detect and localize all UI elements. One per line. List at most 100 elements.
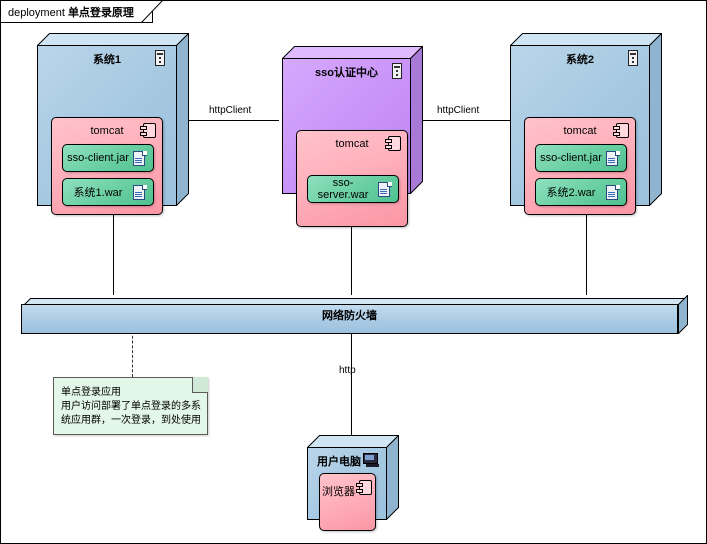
node-icon-bar xyxy=(157,53,163,55)
monitor-icon xyxy=(363,453,380,467)
edge-label-http: http xyxy=(339,365,356,376)
node-sso-center[interactable]: sso认证中心 tomcat sso-server.war xyxy=(281,45,424,227)
artifact-system2-war[interactable]: 系统2.war xyxy=(535,178,627,206)
document-icon xyxy=(606,151,620,166)
node-icon-dot xyxy=(632,61,634,63)
edge-system2-firewall xyxy=(586,206,587,295)
component-tomcat[interactable]: tomcat sso-client.jar 系统2.war xyxy=(524,117,636,215)
component-icon-tab xyxy=(356,489,363,493)
document-icon-line xyxy=(135,162,142,163)
document-icon-line xyxy=(135,196,142,197)
edge-label-httpclient-left: httpClient xyxy=(209,105,252,116)
component-label: 浏览器 xyxy=(322,486,355,498)
component-icon xyxy=(613,123,629,138)
artifact-system1-war[interactable]: 系统1.war xyxy=(62,178,154,206)
artifact-label: 系统2.war xyxy=(546,187,596,199)
component-tomcat[interactable]: tomcat sso-server.war xyxy=(296,130,408,227)
frame-keyword: deployment xyxy=(8,7,65,19)
artifact-label: sso-client.jar xyxy=(540,152,602,164)
diagram-frame-tab xyxy=(1,1,163,23)
node-side-face xyxy=(649,32,662,207)
document-icon xyxy=(133,151,147,166)
document-icon-line xyxy=(380,189,387,190)
edge-firewall-client xyxy=(351,331,352,435)
note-line-2: 用户访问部署了单点登录的多系 xyxy=(61,401,201,412)
component-label: tomcat xyxy=(90,125,124,137)
document-icon-fold xyxy=(387,182,392,187)
component-browser[interactable]: 浏览器 xyxy=(319,473,376,531)
firewall-label: 网络防火墙 xyxy=(322,309,377,322)
node-label-sso-center: sso认证中心 xyxy=(315,67,378,79)
note-fold-corner xyxy=(192,377,208,393)
note-anchor-line xyxy=(132,331,133,377)
component-icon xyxy=(385,136,401,151)
document-icon-fold xyxy=(142,185,147,190)
monitor-icon-display xyxy=(365,455,374,460)
node-icon-bar xyxy=(630,53,636,55)
artifact-label: sso-server.war xyxy=(317,177,369,201)
note-line-3: 统应用群，一次登录，到处使用 xyxy=(61,415,201,426)
edge-system1-firewall xyxy=(113,206,114,295)
node-system1[interactable]: 系统1 tomcat sso-client.jar xyxy=(36,32,190,215)
firewall-body xyxy=(21,304,678,334)
document-icon xyxy=(606,185,620,200)
node-label-user-computer: 用户电脑 xyxy=(317,456,361,468)
document-icon-fold xyxy=(615,151,620,156)
artifact-label: 系统1.war xyxy=(73,187,123,199)
node-icon-dot xyxy=(632,57,634,59)
document-icon-line xyxy=(608,194,615,195)
edge-label-httpclient-right: httpClient xyxy=(437,105,480,116)
component-icon-tab xyxy=(140,132,147,136)
node-system2[interactable]: 系统2 tomcat sso-client.jar xyxy=(509,32,663,215)
node-side-face xyxy=(176,32,189,207)
monitor-icon-screen xyxy=(363,453,378,464)
document-icon-line xyxy=(608,160,615,161)
node-side-face xyxy=(410,45,423,195)
component-icon-tab xyxy=(613,126,620,130)
note-sso-application[interactable]: 单点登录应用 用户访问部署了单点登录的多系 统应用群，一次登录，到处使用 xyxy=(53,377,208,435)
document-icon-line xyxy=(135,160,142,161)
component-icon-tab xyxy=(385,145,392,149)
component-icon-tab xyxy=(385,139,392,143)
node-icon xyxy=(628,50,638,66)
document-icon-line xyxy=(135,158,142,159)
node-icon xyxy=(392,63,402,79)
document-icon-line xyxy=(608,158,615,159)
node-icon-dot xyxy=(159,61,161,63)
monitor-icon-base xyxy=(366,464,379,467)
document-icon-line xyxy=(380,193,387,194)
component-tomcat[interactable]: tomcat sso-client.jar 系统1.war xyxy=(51,117,163,215)
artifact-sso-client-jar[interactable]: sso-client.jar xyxy=(62,144,154,172)
node-firewall[interactable]: 网络防火墙 xyxy=(20,294,689,335)
document-icon xyxy=(133,185,147,200)
node-label-system2: 系统2 xyxy=(565,54,595,66)
component-icon xyxy=(356,480,372,495)
document-icon-line xyxy=(608,192,615,193)
document-icon-line xyxy=(608,196,615,197)
edge-sso-system2 xyxy=(423,120,514,121)
frame-name: 单点登录原理 xyxy=(67,7,134,19)
component-icon-tab xyxy=(356,483,363,487)
frame-tab-slant xyxy=(141,1,163,23)
document-icon-line xyxy=(135,192,142,193)
node-icon-dot xyxy=(159,57,161,59)
artifact-sso-client-jar[interactable]: sso-client.jar xyxy=(535,144,627,172)
node-user-computer[interactable]: 用户电脑 浏览器 xyxy=(306,434,400,531)
node-icon xyxy=(155,50,165,66)
document-icon-line xyxy=(135,194,142,195)
note-title: 单点登录应用 xyxy=(61,387,121,398)
document-icon-line xyxy=(608,162,615,163)
page-title: deployment 单点登录原理 xyxy=(8,4,134,20)
component-icon-tab xyxy=(613,132,620,136)
artifact-label: sso-client.jar xyxy=(67,152,129,164)
node-label-system1: 系统1 xyxy=(92,54,122,66)
node-icon-dot xyxy=(396,74,398,76)
document-icon xyxy=(378,182,392,197)
document-icon-fold xyxy=(615,185,620,190)
node-icon-dot xyxy=(396,70,398,72)
artifact-sso-server-war[interactable]: sso-server.war xyxy=(307,175,399,203)
component-icon-tab xyxy=(140,126,147,130)
component-label: tomcat xyxy=(563,125,597,137)
document-icon-fold xyxy=(142,151,147,156)
